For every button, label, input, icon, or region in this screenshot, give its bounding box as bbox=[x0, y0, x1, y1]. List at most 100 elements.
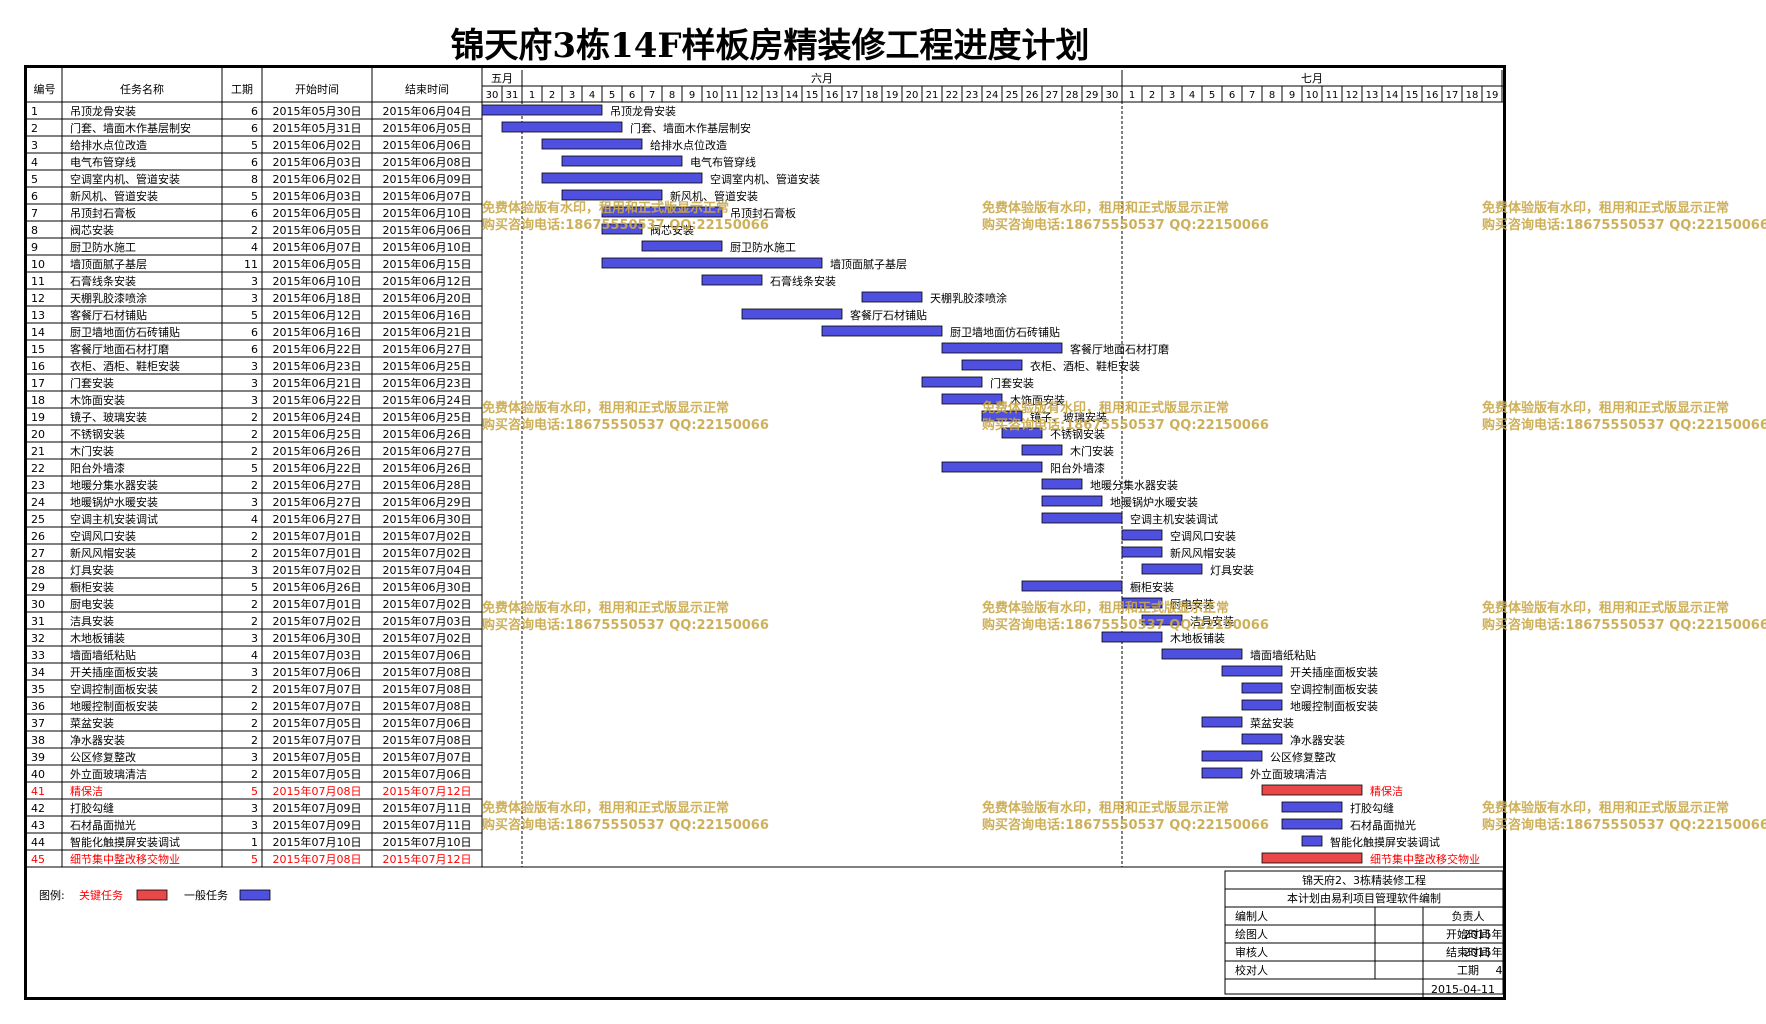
task-bar[interactable] bbox=[1241, 682, 1283, 694]
task-duration: 2 bbox=[251, 734, 258, 747]
task-bar-label: 空调室内机、管道安装 bbox=[710, 172, 820, 186]
day-label: 4 bbox=[589, 90, 595, 101]
header-duration: 工期 bbox=[231, 83, 253, 96]
task-duration: 6 bbox=[251, 326, 258, 339]
info-project: 锦天府2、3栋精装修工程 bbox=[1302, 873, 1426, 887]
task-bar[interactable] bbox=[1041, 512, 1123, 524]
task-id: 3 bbox=[31, 139, 38, 152]
task-bar[interactable] bbox=[921, 376, 983, 388]
task-bar[interactable] bbox=[1201, 716, 1243, 728]
task-end: 2015年06月06日 bbox=[383, 138, 472, 152]
task-bar[interactable] bbox=[561, 189, 663, 201]
task-id: 18 bbox=[31, 394, 45, 407]
day-label: 14 bbox=[786, 90, 799, 101]
task-bar[interactable] bbox=[1041, 478, 1083, 490]
legend-normal-label: 一般任务 bbox=[184, 889, 228, 902]
task-id: 33 bbox=[31, 649, 45, 662]
task-bar[interactable] bbox=[1101, 631, 1163, 643]
task-bar[interactable] bbox=[1281, 818, 1343, 830]
task-bar[interactable] bbox=[981, 410, 1023, 422]
task-duration: 3 bbox=[251, 802, 258, 815]
task-bar[interactable] bbox=[941, 393, 1003, 405]
task-start: 2015年06月05日 bbox=[273, 206, 362, 220]
task-bar[interactable] bbox=[1161, 648, 1243, 660]
task-start: 2015年06月24日 bbox=[273, 410, 362, 424]
task-bar[interactable] bbox=[1041, 495, 1103, 507]
task-start: 2015年07月07日 bbox=[273, 682, 362, 696]
task-name: 给排水点位改造 bbox=[70, 138, 147, 152]
task-bar-label: 衣柜、酒柜、鞋柜安装 bbox=[1030, 359, 1140, 373]
task-bar-label: 木饰面安装 bbox=[1010, 393, 1065, 407]
task-bar[interactable] bbox=[701, 274, 763, 286]
task-bar[interactable] bbox=[541, 172, 703, 184]
task-bar[interactable] bbox=[1021, 444, 1063, 456]
task-bar[interactable] bbox=[961, 359, 1023, 371]
task-end: 2015年06月24日 bbox=[383, 393, 472, 407]
task-bar-label: 公区修复整改 bbox=[1270, 750, 1336, 764]
task-bar[interactable] bbox=[561, 155, 683, 167]
task-bar[interactable] bbox=[1261, 784, 1363, 796]
task-bar[interactable] bbox=[1201, 767, 1243, 779]
task-bar[interactable] bbox=[741, 308, 843, 320]
task-bar[interactable] bbox=[861, 291, 923, 303]
task-bar[interactable] bbox=[1201, 750, 1263, 762]
task-bar[interactable] bbox=[941, 461, 1043, 473]
task-name: 门套安装 bbox=[70, 376, 114, 390]
task-bar[interactable] bbox=[1141, 563, 1203, 575]
task-bar[interactable] bbox=[1241, 699, 1283, 711]
task-start: 2015年06月27日 bbox=[273, 512, 362, 526]
task-end: 2015年06月27日 bbox=[383, 444, 472, 458]
task-start: 2015年06月03日 bbox=[273, 189, 362, 203]
day-label: 13 bbox=[766, 90, 779, 101]
task-duration: 3 bbox=[251, 360, 258, 373]
task-name: 吊顶龙骨安装 bbox=[70, 104, 136, 118]
task-bar[interactable] bbox=[641, 240, 723, 252]
task-bar[interactable] bbox=[1121, 597, 1163, 609]
task-start: 2015年06月27日 bbox=[273, 478, 362, 492]
task-bar-label: 门套安装 bbox=[990, 376, 1034, 390]
task-bar[interactable] bbox=[1001, 427, 1043, 439]
day-label: 31 bbox=[506, 90, 519, 101]
task-duration: 2 bbox=[251, 700, 258, 713]
task-bar-label: 地暖锅炉水暖安装 bbox=[1110, 495, 1198, 509]
task-bar[interactable] bbox=[541, 138, 643, 150]
task-bar[interactable] bbox=[601, 223, 643, 235]
task-duration: 3 bbox=[251, 819, 258, 832]
task-bar-label: 给排水点位改造 bbox=[650, 138, 727, 152]
task-bar[interactable] bbox=[601, 257, 823, 269]
task-id: 29 bbox=[31, 581, 45, 594]
day-label: 12 bbox=[746, 90, 759, 101]
task-bar-label: 墙顶面腻子基层 bbox=[830, 257, 907, 271]
task-bar-label: 精保洁 bbox=[1370, 784, 1403, 798]
task-bar[interactable] bbox=[481, 104, 603, 116]
day-label: 30 bbox=[486, 90, 499, 101]
task-bar[interactable] bbox=[1021, 580, 1123, 592]
legend-critical-swatch bbox=[136, 889, 168, 901]
task-bar[interactable] bbox=[1141, 614, 1183, 626]
task-end: 2015年07月12日 bbox=[383, 784, 472, 798]
task-end: 2015年07月02日 bbox=[383, 546, 472, 560]
day-label: 29 bbox=[1086, 90, 1099, 101]
day-label: 6 bbox=[629, 90, 635, 101]
task-end: 2015年07月06日 bbox=[383, 648, 472, 662]
task-bar[interactable] bbox=[1261, 852, 1363, 864]
task-bar[interactable] bbox=[1121, 529, 1163, 541]
task-end: 2015年07月12日 bbox=[383, 852, 472, 866]
task-bar[interactable] bbox=[1121, 546, 1163, 558]
task-bar[interactable] bbox=[1281, 801, 1343, 813]
task-end: 2015年06月26日 bbox=[383, 461, 472, 475]
task-bar[interactable] bbox=[1301, 835, 1323, 847]
task-bar[interactable] bbox=[941, 342, 1063, 354]
task-bar[interactable] bbox=[601, 206, 723, 218]
task-id: 2 bbox=[31, 122, 38, 135]
task-name: 地暖分集水器安装 bbox=[70, 478, 158, 492]
day-label: 27 bbox=[1046, 90, 1059, 101]
task-bar[interactable] bbox=[1241, 733, 1283, 745]
task-bar[interactable] bbox=[501, 121, 623, 133]
task-bar[interactable] bbox=[1221, 665, 1283, 677]
task-start: 2015年07月08日 bbox=[273, 784, 362, 798]
day-label: 22 bbox=[946, 90, 959, 101]
task-bar-label: 地暖分集水器安装 bbox=[1090, 478, 1178, 492]
task-bar[interactable] bbox=[821, 325, 943, 337]
task-id: 44 bbox=[31, 836, 45, 849]
